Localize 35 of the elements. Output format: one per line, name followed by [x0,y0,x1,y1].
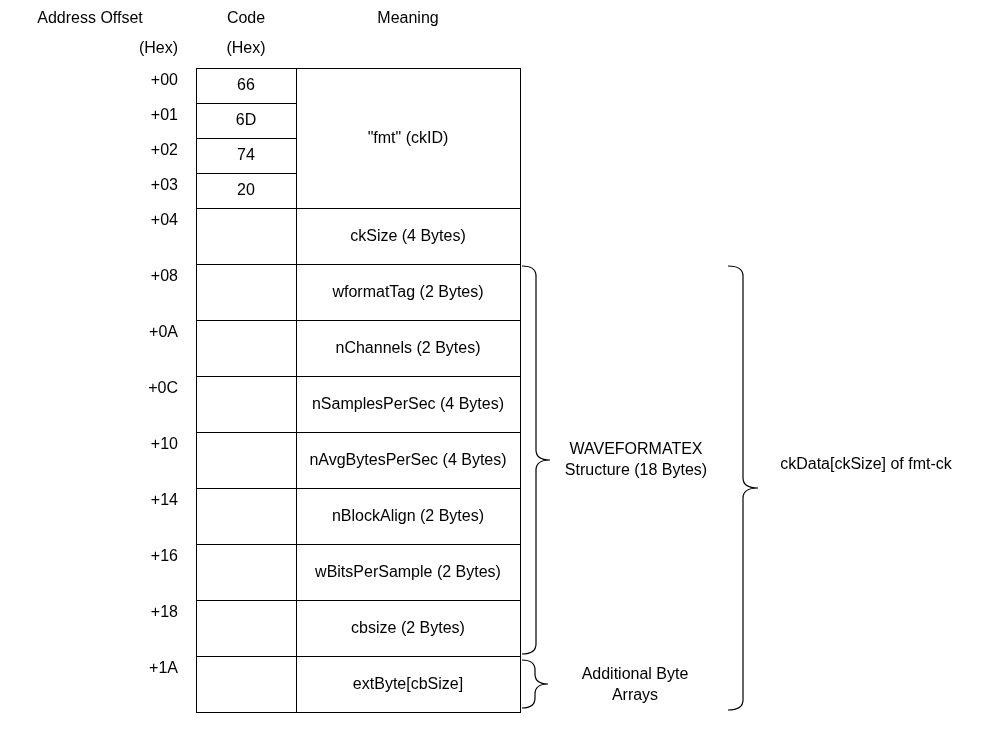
field-name: wformatTag (2 Bytes) [332,281,484,302]
address-offset: +14 [150,489,178,510]
address-offset: +01 [150,104,178,125]
field-name: nChannels (2 Bytes) [335,337,481,358]
field-name: wBitsPerSample (2 Bytes) [315,561,501,582]
address-offset: +18 [150,601,178,622]
field-name: extByte[cbSize] [352,673,464,694]
field-name: "fmt" (ckID) [367,127,449,148]
field-name: nAvgBytesPerSec (4 Bytes) [309,449,507,470]
brace-label: ckData[ckSize] of fmt-ck [780,453,952,474]
field-name: ckSize (4 Bytes) [350,225,466,246]
field-name: nSamplesPerSec (4 Bytes) [311,393,505,414]
field-name: cbsize (2 Bytes) [351,617,465,638]
brace-label: Additional Byte Arrays [580,664,690,705]
hex-code: 66 [237,75,255,96]
column-header: Meaning [377,7,439,28]
address-offset: +00 [150,69,178,90]
address-offset: +0A [149,321,178,342]
brace-label: WAVEFORMATEX Structure (18 Bytes) [563,439,709,480]
column-header: (Hex) [138,37,178,58]
address-offset: +16 [150,545,178,566]
hex-code: 6D [235,110,257,131]
address-offset: +1A [149,657,178,678]
column-header: Code [226,7,266,28]
address-offset: +02 [150,139,178,160]
column-header: Address Offset [37,7,143,28]
address-offset: +03 [150,174,178,195]
column-header: (Hex) [226,37,266,58]
hex-code: 20 [237,180,255,201]
hex-code: 74 [237,145,255,166]
address-offset: +10 [150,433,178,454]
address-offset: +08 [150,265,178,286]
field-name: nBlockAlign (2 Bytes) [331,505,485,526]
address-offset: +04 [150,209,178,230]
address-offset: +0C [148,377,178,398]
